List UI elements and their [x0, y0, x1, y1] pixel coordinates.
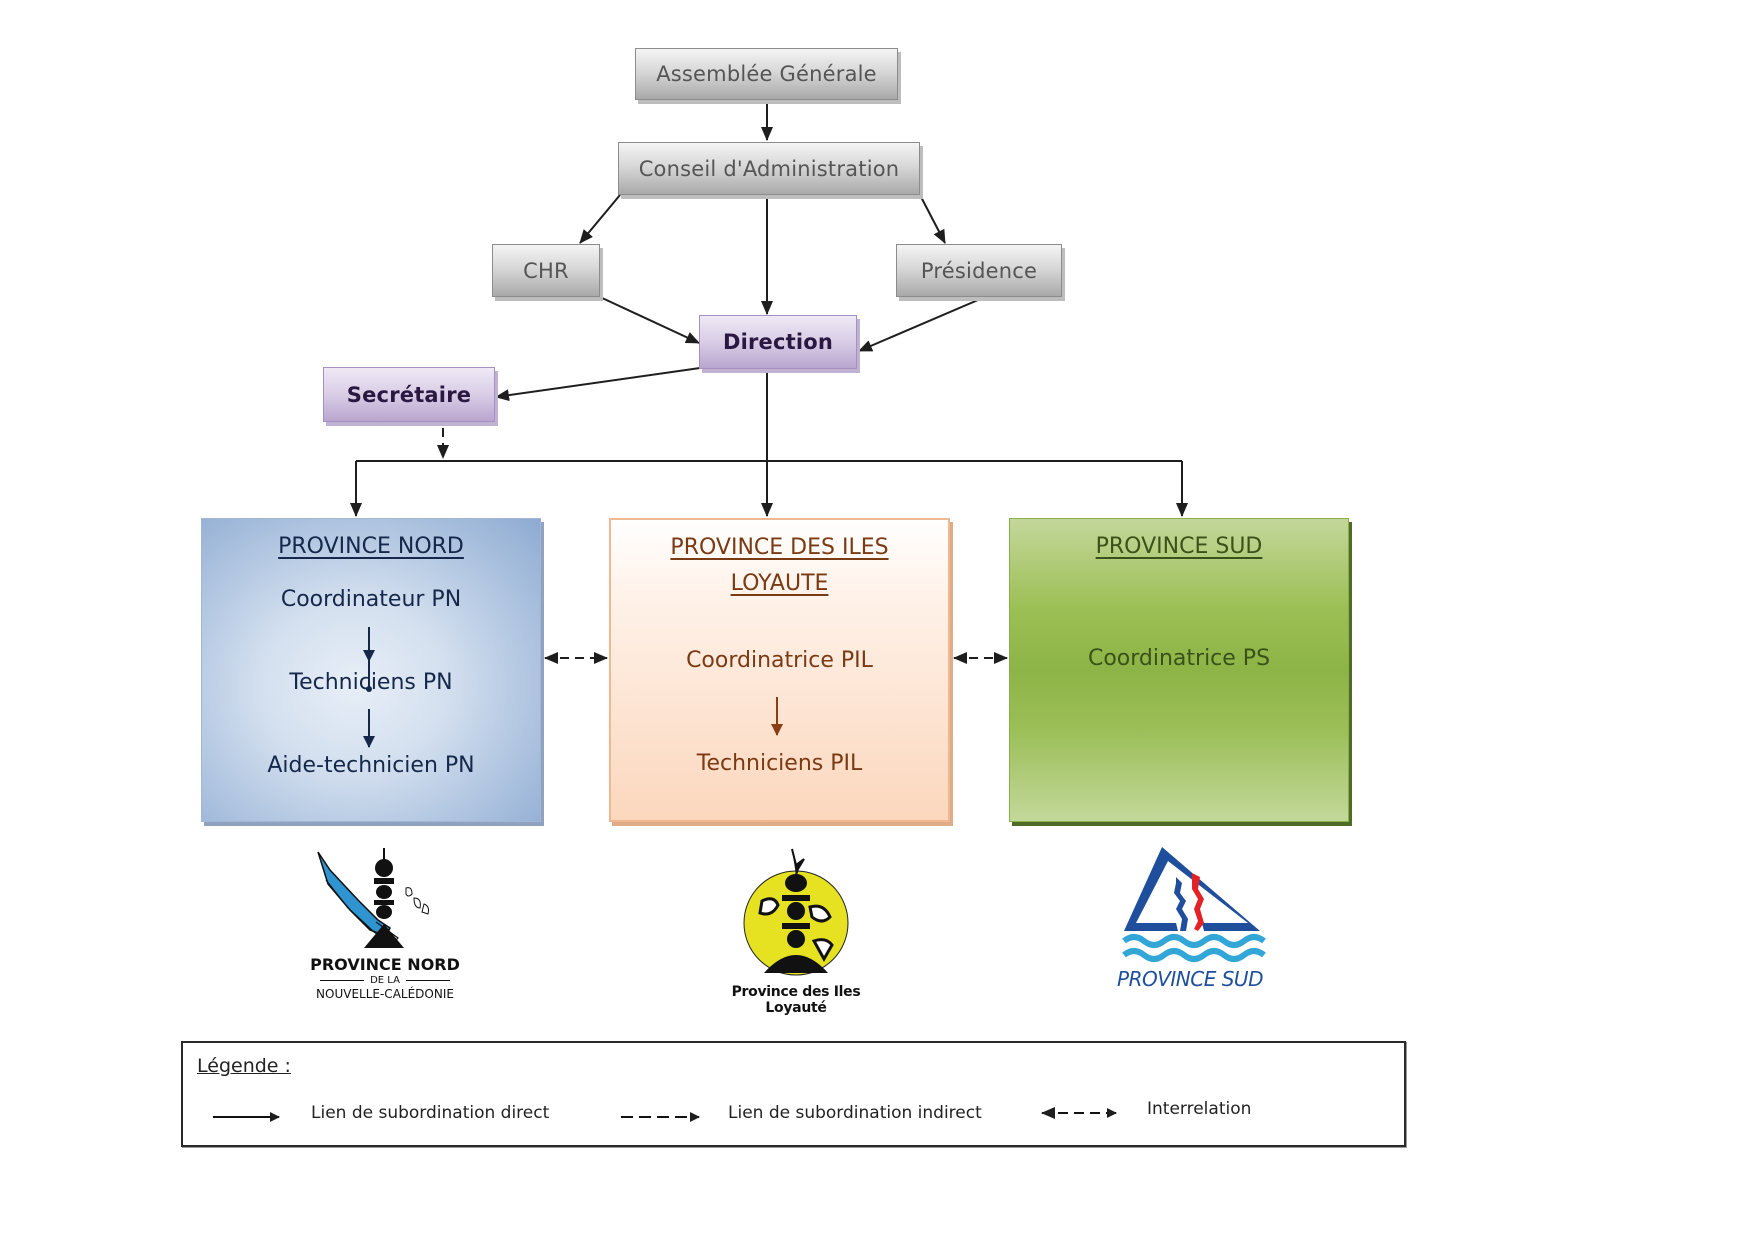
arrow-conseil-to-chr — [579, 194, 621, 244]
logo-iles-caption: Province des Iles Loyauté — [731, 984, 861, 1016]
role-techniciens-pil: Techniciens PIL — [696, 751, 863, 776]
node-label: Conseil d'Administration — [638, 156, 900, 181]
node-label: CHR — [523, 258, 569, 283]
node-conseil-administration: Conseil d'Administration — [618, 142, 920, 195]
node-label: Présidence — [920, 258, 1038, 283]
province-nord-box: PROVINCE NORD Coordinateur PN Technicien… — [201, 518, 541, 822]
province-nord-emblem-icon — [317, 848, 429, 948]
legend-solid-arrow-icon — [213, 1112, 280, 1122]
logo-rule — [405, 980, 450, 981]
legend-dashed-arrow-icon — [621, 1112, 700, 1122]
role-coordinatrice-ps: Coordinatrice PS — [1087, 646, 1271, 671]
logo-province-iles: Province des Iles Loyauté — [706, 845, 886, 1016]
province-sud-title: PROVINCE SUD — [1095, 534, 1263, 559]
node-assemblee-generale: Assemblée Générale — [635, 48, 898, 100]
legend-item-indirect: Lien de subordination indirect — [728, 1103, 982, 1123]
logo-rule — [320, 980, 365, 981]
province-nord-title: PROVINCE NORD — [278, 534, 464, 559]
legend: Légende : Lien de subordination direct L… — [181, 1041, 1406, 1147]
legend-item-interrelation: Interrelation — [1147, 1099, 1252, 1119]
logo-sud-caption: PROVINCE SUD — [1117, 967, 1263, 991]
arrow-presidence-to-direction — [858, 296, 986, 352]
node-label: Direction — [722, 330, 834, 354]
role-coordinateur-pn: Coordinateur PN — [280, 587, 462, 612]
node-presidence: Présidence — [896, 244, 1062, 297]
logo-nord-line2: DE LA — [300, 974, 470, 987]
province-nord-internal-arrows — [363, 627, 375, 748]
province-sud-sail-icon — [1122, 847, 1266, 962]
arrow-conseil-to-presidence — [919, 194, 946, 244]
logo-province-sud: PROVINCE SUD — [1110, 843, 1270, 993]
logo-province-nord: PROVINCE NORD DE LA NOUVELLE-CALÉDONIE — [300, 840, 470, 1010]
role-aide-technicien-pn: Aide-technicien PN — [267, 753, 475, 778]
logo-nord-line3: NOUVELLE-CALÉDONIE — [316, 987, 454, 1001]
province-iles-title-line1: PROVINCE DES ILES — [670, 535, 889, 560]
province-iles-emblem-icon — [743, 848, 849, 976]
legend-double-arrow-icon — [1041, 1107, 1117, 1119]
province-iles-title-line2: LOYAUTE — [730, 571, 829, 596]
node-label: Secrétaire — [346, 382, 472, 407]
arrow-direction-to-secretaire — [495, 367, 701, 402]
role-coordinatrice-pil: Coordinatrice PIL — [686, 648, 873, 673]
province-iles-box: PROVINCE DES ILES LOYAUTE Coordinatrice … — [609, 518, 950, 822]
arrow-chr-to-direction — [599, 296, 700, 344]
province-sud-box: PROVINCE SUD Coordinatrice PS — [1009, 518, 1349, 822]
province-iles-internal-arrow — [771, 697, 783, 736]
logo-nord-line1: PROVINCE NORD — [310, 955, 460, 974]
legend-title: Légende : — [197, 1055, 291, 1077]
node-direction: Direction — [699, 315, 857, 369]
node-secretaire: Secrétaire — [323, 367, 495, 422]
logo-nord-line2-text: DE LA — [370, 975, 400, 986]
node-chr: CHR — [492, 244, 600, 297]
legend-item-direct: Lien de subordination direct — [311, 1103, 550, 1123]
node-label: Assemblée Générale — [656, 62, 877, 86]
